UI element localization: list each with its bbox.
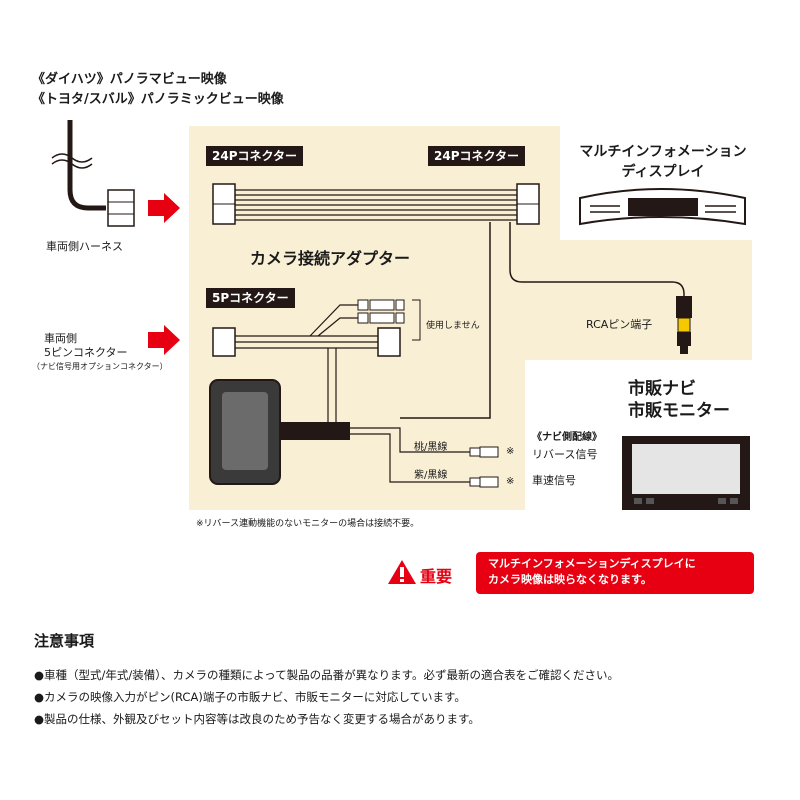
navi-title: 市販ナビ 市販モニター — [628, 378, 730, 422]
important-box — [476, 552, 754, 594]
connector-24p-right-label: 24Pコネクター — [428, 146, 526, 166]
unused-label: 使用しません — [426, 321, 480, 331]
reverse-signal-label: リバース信号 — [532, 448, 598, 461]
speed-mark: ※ — [506, 476, 515, 487]
multi-display-label: マルチインフォメーション ディスプレイ — [573, 142, 753, 182]
wire-pink-label: 桃/黒線 — [414, 442, 448, 453]
notes-title: 注意事項 — [34, 632, 95, 650]
rca-plug-icon — [676, 296, 692, 354]
warning-icon — [388, 560, 416, 584]
connector-5p-label: 5Pコネクター — [206, 288, 295, 308]
connector-24p-left-label: 24Pコネクター — [206, 146, 304, 166]
pin5-label: 車両側 5ピンコネクター （ナビ信号用オプションコネクター） — [32, 332, 168, 374]
important-line2: カメラ映像は映らなくなります。 — [488, 573, 652, 586]
beige-panel — [189, 126, 752, 510]
vehicle-harness-graphic — [51, 120, 135, 227]
multi-display-icon — [579, 188, 746, 226]
note-item: ●製品の仕様、外観及びセット内容等は改良のため予告なく変更する場合があります。 — [34, 712, 480, 726]
navi-monitor-icon — [622, 436, 750, 510]
important-line1: マルチインフォメーションディスプレイに — [488, 557, 696, 570]
pin5-label-line1: 車両側 — [44, 332, 77, 345]
footnote: ※リバース連動機能のないモニターの場合は接続不要。 — [196, 519, 420, 529]
rca-label: RCAピン端子 — [586, 318, 653, 331]
important-text: マルチインフォメーションディスプレイに カメラ映像は映らなくなります。 — [488, 556, 696, 588]
important-label: 重要 — [420, 567, 453, 586]
vehicle-title: 《ダイハツ》パノラマビュー映像 《トヨタ/スバル》パノラミックビュー映像 — [32, 70, 284, 110]
reverse-mark: ※ — [506, 446, 515, 457]
arrow-harness-icon — [148, 193, 180, 223]
multi-display-line2: ディスプレイ — [621, 164, 705, 180]
navi-title-line1: 市販ナビ — [628, 379, 696, 399]
vehicle-title-line2: 《トヨタ/スバル》パノラミックビュー映像 — [32, 92, 284, 107]
multi-display-line1: マルチインフォメーション — [579, 144, 747, 160]
navi-title-line2: 市販モニター — [628, 401, 730, 421]
harness-label: 車両側ハーネス — [46, 240, 123, 253]
adapter-title: カメラ接続アダプター — [250, 249, 411, 268]
wire-purple-label: 紫/黒線 — [414, 470, 448, 481]
note-item: ●カメラの映像入力がピン(RCA)端子の市販ナビ、市販モニターに対応しています。 — [34, 690, 466, 704]
note-item: ●車種（型式/年式/装備）、カメラの種類によって製品の品番が異なります。必ず最新… — [34, 668, 619, 682]
notes-list: ●車種（型式/年式/装備）、カメラの種類によって製品の品番が異なります。必ず最新… — [34, 664, 774, 730]
pin5-label-line3: （ナビ信号用オプションコネクター） — [32, 362, 168, 371]
navi-side-label: 《ナビ側配線》 — [532, 432, 602, 443]
vehicle-title-line1: 《ダイハツ》パノラマビュー映像 — [32, 72, 227, 87]
pin5-label-line2: 5ピンコネクター — [44, 346, 128, 359]
speed-signal-label: 車速信号 — [532, 474, 576, 487]
arrow-5pin-icon — [148, 325, 180, 355]
adapter-harness-graphic — [209, 183, 685, 488]
